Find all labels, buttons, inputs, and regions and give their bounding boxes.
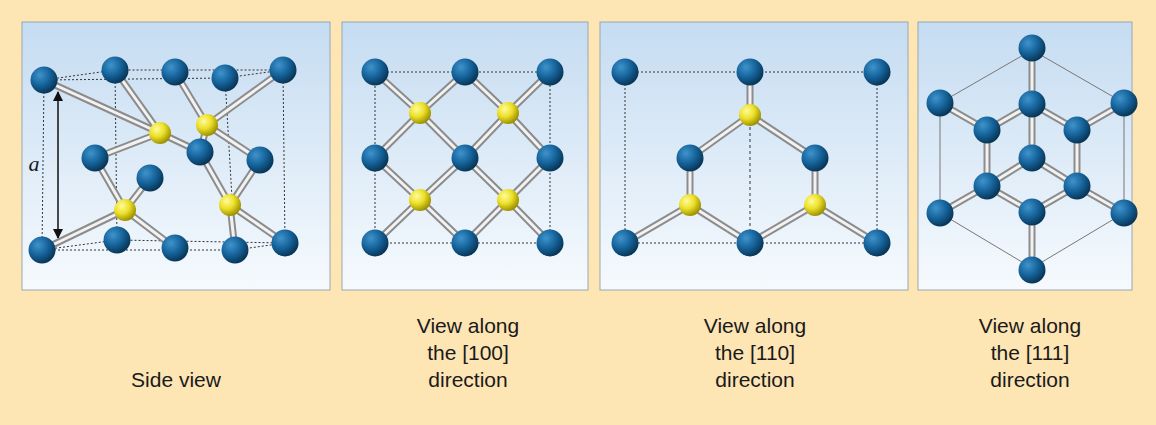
blue-atom: [222, 237, 249, 264]
yellow-atom: [409, 189, 431, 211]
blue-atom: [1019, 257, 1046, 284]
blue-atom: [802, 145, 829, 172]
bond-highlight: [44, 80, 160, 133]
blue-atom: [1019, 199, 1046, 226]
yellow-atom: [409, 102, 431, 124]
blue-atom: [270, 57, 297, 84]
blue-atom: [737, 59, 764, 86]
blue-atom: [452, 59, 479, 86]
blue-atom: [1019, 145, 1046, 172]
blue-atom: [927, 200, 954, 227]
blue-atom: [677, 145, 704, 172]
yellow-atom: [196, 114, 218, 136]
blue-atom: [1064, 173, 1091, 200]
blue-atom: [362, 59, 389, 86]
blue-atom: [82, 145, 109, 172]
yellow-atom: [497, 189, 519, 211]
panel-caption: View along the [110] direction: [690, 312, 820, 393]
blue-atom: [974, 117, 1001, 144]
panel: [22, 22, 330, 290]
blue-atom: [737, 230, 764, 257]
blue-atom: [864, 59, 891, 86]
blue-atom: [212, 65, 239, 92]
panel-caption: View along the [111] direction: [965, 312, 1095, 393]
blue-atom: [247, 147, 274, 174]
panel: [342, 22, 588, 290]
blue-atom: [1064, 117, 1091, 144]
blue-atom: [362, 145, 389, 172]
blue-atom: [537, 59, 564, 86]
blue-atom: [272, 230, 299, 257]
yellow-atom: [679, 194, 701, 216]
cell-outline: [42, 50, 1124, 268]
blue-atom: [1111, 200, 1138, 227]
dimension-arrow: [57, 92, 59, 238]
panel-caption: Side view: [111, 366, 241, 393]
blue-atom: [29, 237, 56, 264]
blue-atom: [31, 67, 58, 94]
yellow-atom: [114, 199, 136, 221]
yellow-atom: [739, 104, 761, 126]
panel-caption: View along the [100] direction: [403, 312, 533, 393]
blue-atom: [162, 235, 189, 262]
blue-atom: [187, 139, 214, 166]
blue-atom: [362, 230, 389, 257]
blue-atom: [1019, 91, 1046, 118]
blue-atom: [927, 90, 954, 117]
blue-atom: [1111, 90, 1138, 117]
blue-atom: [612, 59, 639, 86]
blue-atom: [537, 230, 564, 257]
yellow-atom: [219, 194, 241, 216]
blue-atom: [162, 59, 189, 86]
bond: [44, 80, 160, 133]
blue-atom: [137, 165, 164, 192]
dimension-label: a: [29, 150, 40, 177]
panel: [600, 22, 908, 290]
blue-atom: [537, 145, 564, 172]
blue-atom: [452, 230, 479, 257]
blue-atom: [864, 230, 891, 257]
yellow-atom: [149, 122, 171, 144]
blue-atom: [974, 173, 1001, 200]
blue-atom: [104, 227, 131, 254]
blue-atom: [612, 230, 639, 257]
yellow-atom: [804, 194, 826, 216]
blue-atom: [102, 57, 129, 84]
blue-atom: [452, 145, 479, 172]
yellow-atom: [497, 102, 519, 124]
panel: [918, 22, 1132, 290]
blue-atom: [1019, 35, 1046, 62]
